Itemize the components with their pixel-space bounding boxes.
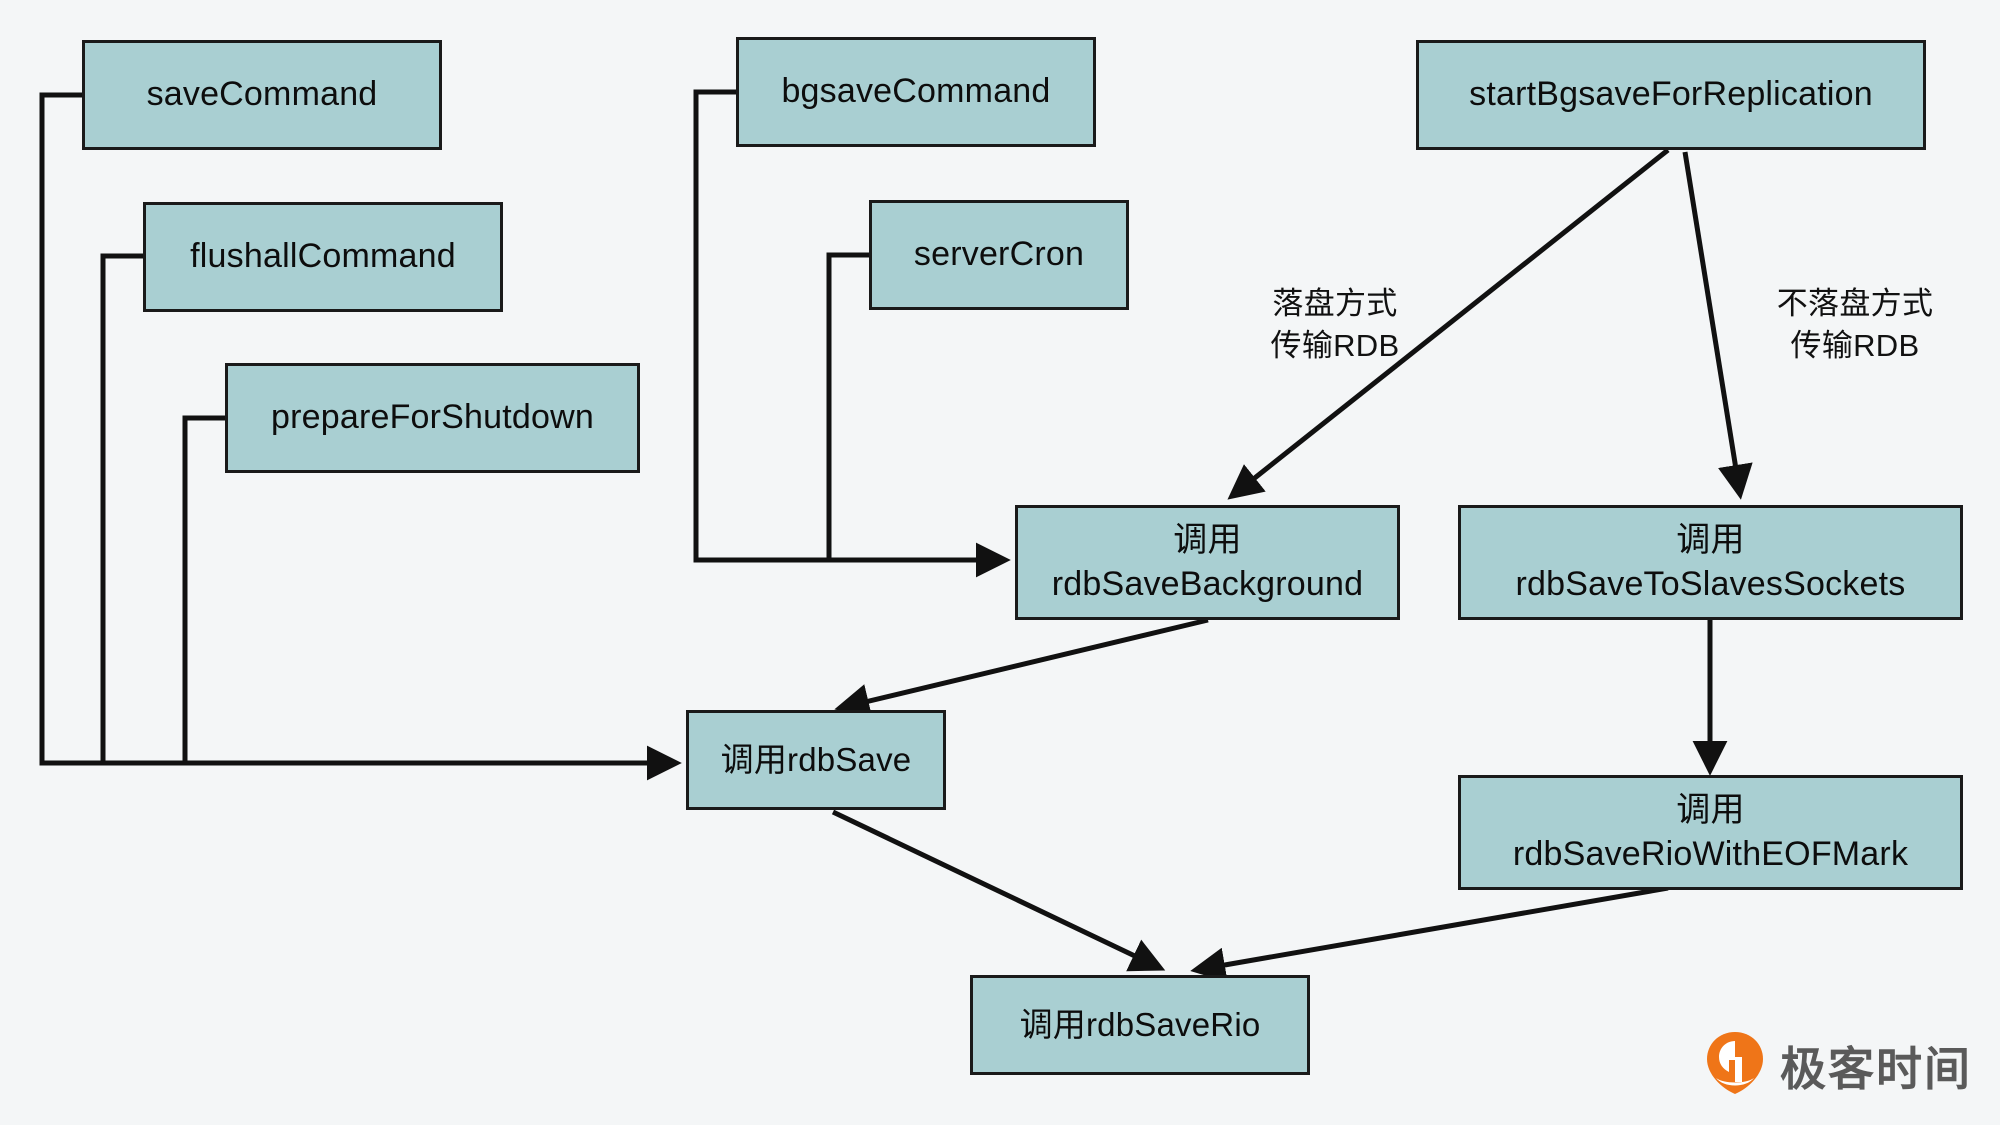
watermark: 极客时间 <box>1704 1030 1972 1101</box>
node-startBgsaveForReplication[interactable]: startBgsaveForReplication <box>1416 40 1926 150</box>
node-rdbSave[interactable]: 调用rdbSave <box>686 710 946 810</box>
node-bgsaveCommand[interactable]: bgsaveCommand <box>736 37 1096 147</box>
edge-rdbSave-rdbSaveRio <box>831 809 1166 972</box>
node-rdbSaveRio[interactable]: 调用rdbSaveRio <box>970 975 1310 1075</box>
edge-prepareForShutdown-rdbSave <box>182 415 225 763</box>
edge-serverCron-rdbSaveBackground <box>826 252 869 560</box>
node-rdbSaveBackground[interactable]: 调用 rdbSaveBackground <box>1015 505 1400 620</box>
edge-label-disk-transfer: 落盘方式 传输RDB <box>1270 286 1400 363</box>
geektime-drop-icon <box>1704 1030 1766 1101</box>
node-rdbSaveRioWithEOFMark[interactable]: 调用 rdbSaveRioWithEOFMark <box>1458 775 1963 890</box>
edge-rdbSaveBackground-rdbSave <box>834 617 1209 719</box>
edge-bgsaveCommand-rdbSaveBackground <box>693 89 1011 578</box>
edge-rdbSaveRioWithEOFMark-rdbSaveRio <box>1190 885 1669 983</box>
edge-flushallCommand-rdbSave <box>100 253 143 763</box>
node-flushallCommand[interactable]: flushallCommand <box>143 202 503 312</box>
node-saveCommand[interactable]: saveCommand <box>82 40 442 150</box>
node-serverCron[interactable]: serverCron <box>869 200 1129 310</box>
node-prepareForShutdown[interactable]: prepareForShutdown <box>225 363 640 473</box>
edge-label-no-disk-transfer: 不落盘方式 传输RDB <box>1776 286 1934 363</box>
node-rdbSaveToSlavesSockets[interactable]: 调用 rdbSaveToSlavesSockets <box>1458 505 1963 620</box>
watermark-text: 极客时间 <box>1780 1042 1972 1095</box>
